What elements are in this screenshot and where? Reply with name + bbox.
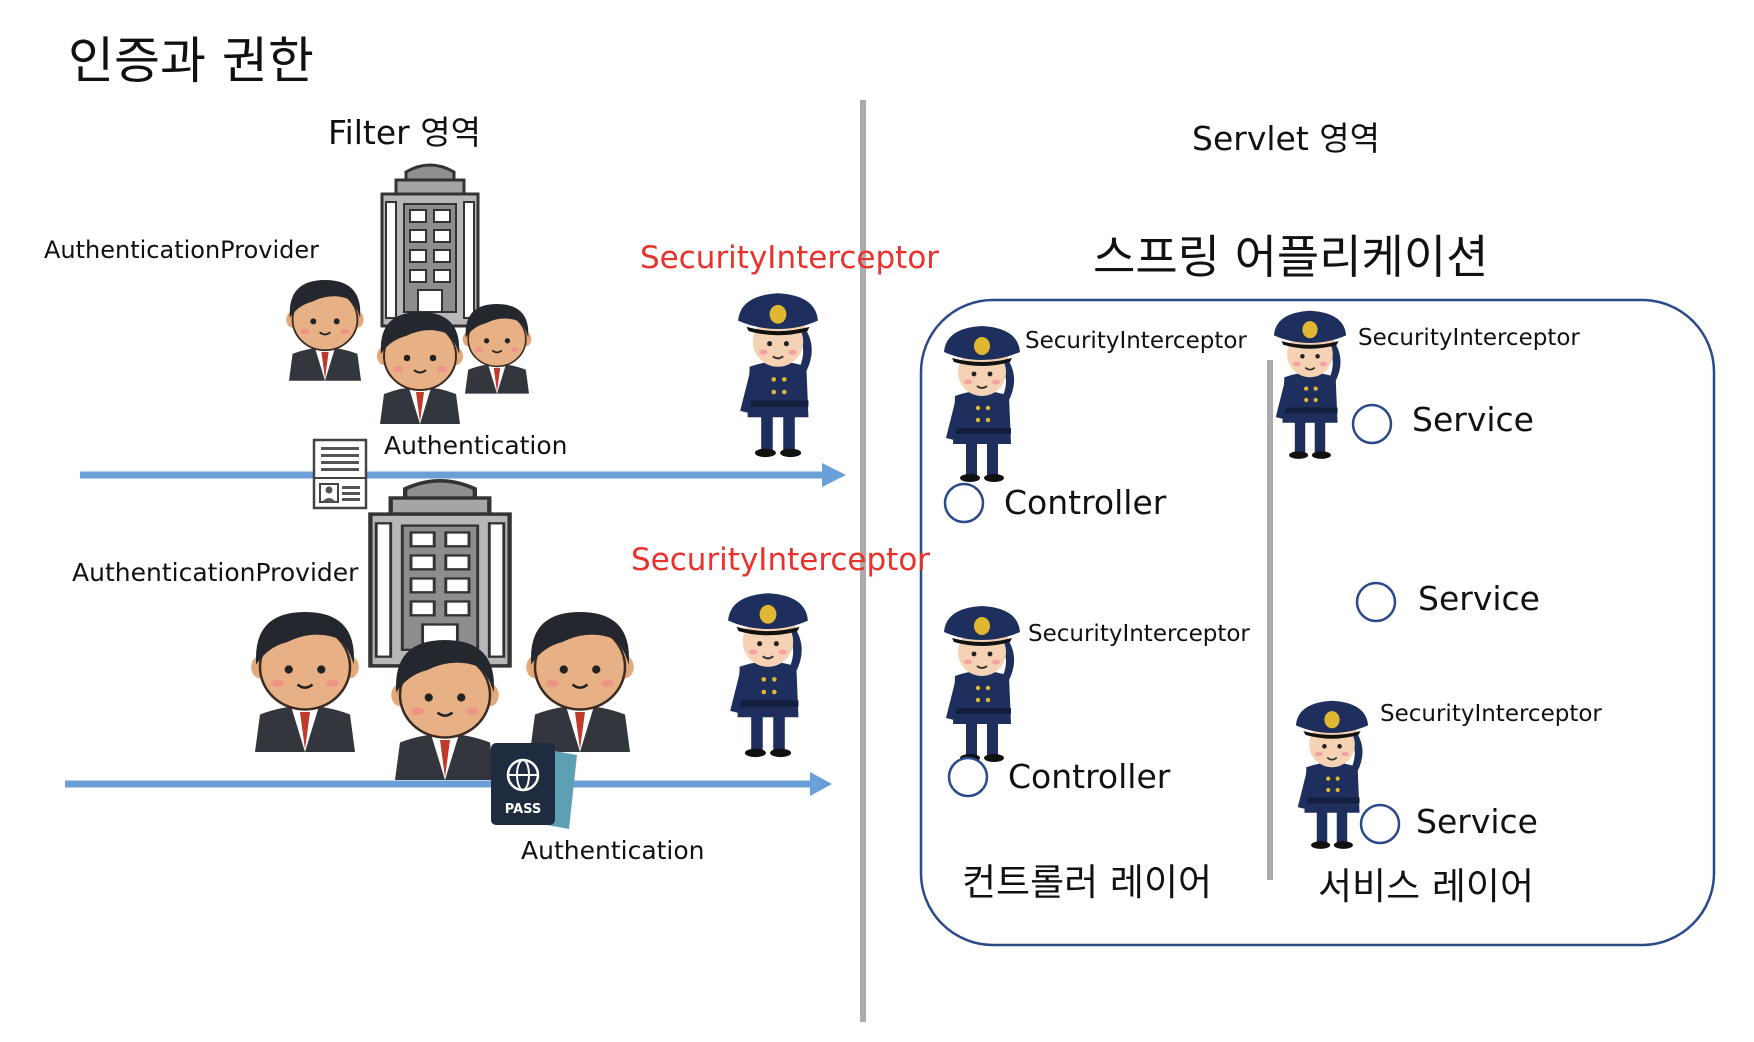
security-officer-icon bbox=[737, 292, 819, 459]
security-officer-icon bbox=[1273, 309, 1347, 460]
authentication-label: Authentication bbox=[384, 431, 568, 460]
service-ring-icon bbox=[1355, 581, 1397, 623]
building-icon bbox=[380, 163, 480, 328]
spring-app-container bbox=[919, 298, 1716, 947]
building-icon bbox=[370, 481, 509, 666]
security-interceptor-label: SecurityInterceptor bbox=[631, 542, 931, 578]
service-label: Service bbox=[1418, 579, 1540, 618]
security-interceptor-label: SecurityInterceptor bbox=[1358, 325, 1580, 351]
service-label: Service bbox=[1412, 400, 1534, 439]
controller-ring-icon bbox=[947, 756, 989, 798]
person-icon bbox=[461, 303, 533, 395]
controller-label: Controller bbox=[1004, 483, 1167, 522]
servlet-region-label: Servlet 영역 bbox=[1192, 119, 1380, 158]
person-icon bbox=[525, 610, 635, 754]
controller-layer-label: 컨트롤러 레이어 bbox=[962, 861, 1213, 904]
person-icon bbox=[285, 279, 365, 382]
filter-region-label: Filter 영역 bbox=[328, 113, 481, 152]
authentication-provider-label: AuthenticationProvider bbox=[72, 558, 359, 587]
service-ring-icon bbox=[1359, 803, 1401, 845]
security-officer-icon bbox=[943, 605, 1021, 763]
id-card-icon bbox=[312, 438, 368, 510]
auth-flow-arrowhead-1 bbox=[822, 463, 846, 487]
auth-flow-arrowhead-2 bbox=[810, 772, 832, 796]
passport-text: PASS bbox=[505, 802, 542, 817]
service-label: Service bbox=[1416, 802, 1538, 841]
security-interceptor-label: SecurityInterceptor bbox=[640, 240, 940, 276]
security-interceptor-label: SecurityInterceptor bbox=[1028, 621, 1250, 647]
controller-label: Controller bbox=[1008, 757, 1171, 796]
security-officer-icon bbox=[1295, 699, 1369, 850]
person-icon bbox=[250, 610, 360, 754]
security-interceptor-label: SecurityInterceptor bbox=[1025, 328, 1247, 354]
authentication-label: Authentication bbox=[521, 836, 705, 865]
person-icon bbox=[390, 638, 500, 782]
security-officer-icon bbox=[727, 592, 809, 759]
spring-app-title: 스프링 어플리케이션 bbox=[1093, 230, 1489, 284]
passport-icon: PASS bbox=[491, 743, 577, 829]
security-officer-icon bbox=[943, 325, 1021, 483]
service-layer-label: 서비스 레이어 bbox=[1318, 865, 1535, 908]
page-title: 인증과 권한 bbox=[68, 32, 314, 90]
authentication-provider-label: AuthenticationProvider bbox=[44, 236, 319, 264]
security-interceptor-label: SecurityInterceptor bbox=[1380, 701, 1602, 727]
controller-ring-icon bbox=[943, 482, 985, 524]
service-ring-icon bbox=[1351, 403, 1393, 445]
person-icon bbox=[376, 311, 464, 425]
